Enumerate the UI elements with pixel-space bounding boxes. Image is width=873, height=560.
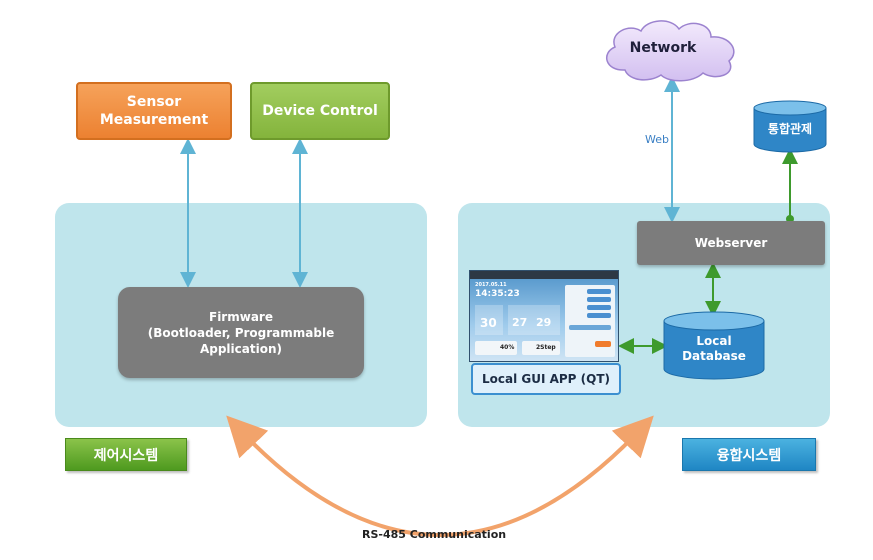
rs485-label: RS-485 Communication <box>362 528 507 541</box>
webserver-node: Webserver <box>637 221 825 265</box>
network-cloud-icon <box>605 20 735 82</box>
gui-temp-set-1: 27 <box>512 316 528 329</box>
device-control-node: Device Control <box>250 82 390 140</box>
integrated-control-db-icon <box>753 100 827 153</box>
gui-date: 2017.05.11 <box>475 282 507 288</box>
firmware-node: Firmware (Bootloader, Programmable Appli… <box>118 287 364 378</box>
local-database-icon <box>663 311 765 380</box>
gui-humidity: 40% <box>500 344 515 351</box>
local-gui-app-node: Local GUI APP (QT) <box>471 363 621 395</box>
rs485-arc <box>226 415 654 537</box>
gui-temp-current: 30 <box>480 316 497 330</box>
fusion-system-tag: 융합시스템 <box>682 438 816 471</box>
control-system-tag: 제어시스템 <box>65 438 187 471</box>
network-label: Network <box>629 40 697 56</box>
gui-time: 14:35:23 <box>475 289 520 299</box>
integrated-control-label: 통합관제 <box>767 122 813 136</box>
gui-screen-thumbnail: 2017.05.11 14:35:23 30 27 29 40% 2Step <box>469 270 619 362</box>
sensor-measurement-node: Sensor Measurement <box>76 82 232 140</box>
gui-step: 2Step <box>536 344 556 351</box>
local-database-label: Local Database <box>682 334 746 363</box>
gui-temp-set-2: 29 <box>536 316 552 329</box>
web-label: Web <box>645 133 669 146</box>
